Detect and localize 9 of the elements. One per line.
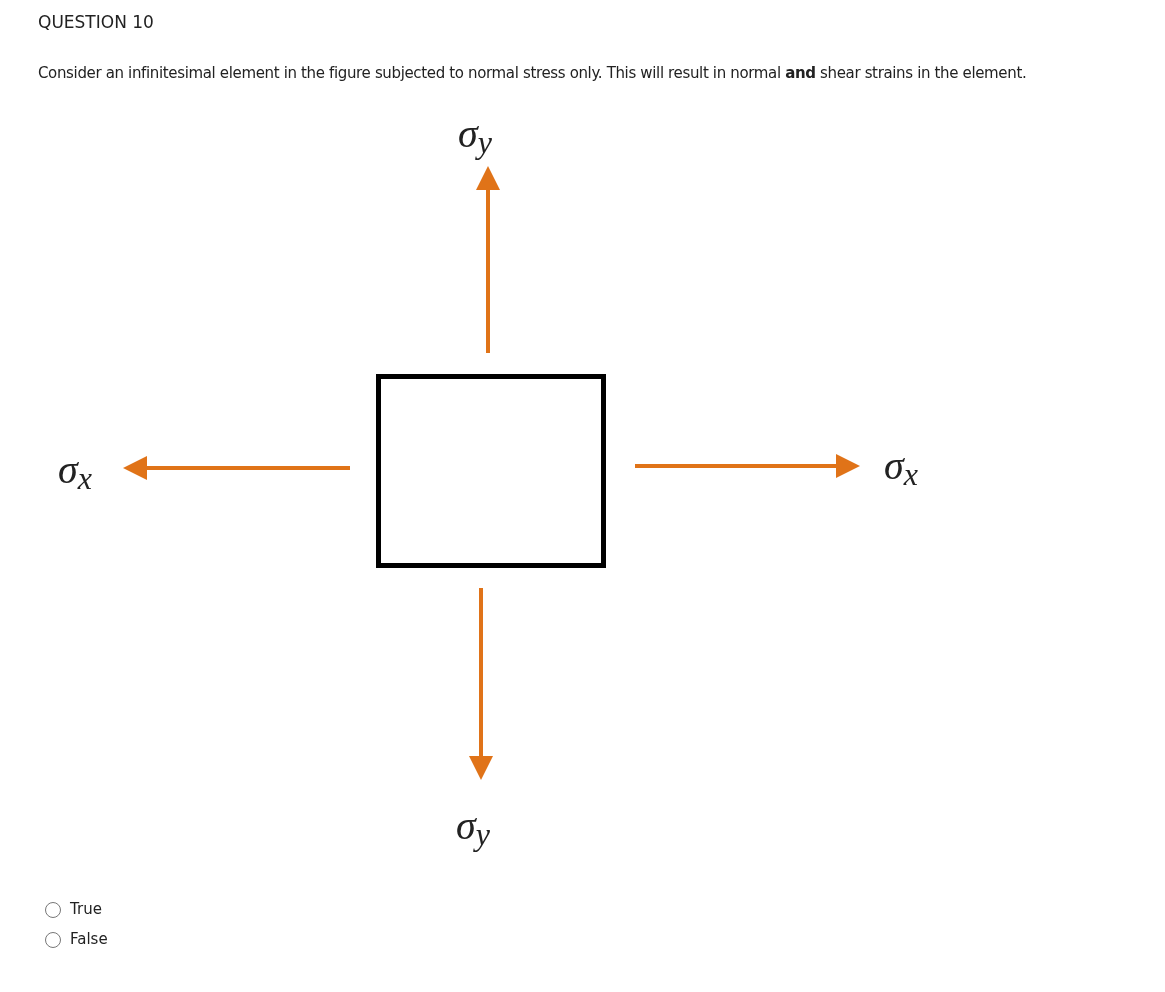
element-square: [376, 374, 606, 568]
stress-label: σ$_{x}$: [58, 450, 92, 494]
option-label: False: [70, 930, 108, 948]
question-title: QUESTION 10: [38, 12, 154, 32]
stress-label: σ$_{y}$: [456, 806, 490, 850]
option-label: True: [70, 900, 102, 918]
question-text: Consider an infinitesimal element in the figure subjected to normal stress only. This will result in normal and shear strains in the element.: [38, 64, 1027, 82]
stress-label: σ$_{y}$: [458, 114, 492, 158]
stress-label: σ$_{x}$: [884, 446, 918, 490]
